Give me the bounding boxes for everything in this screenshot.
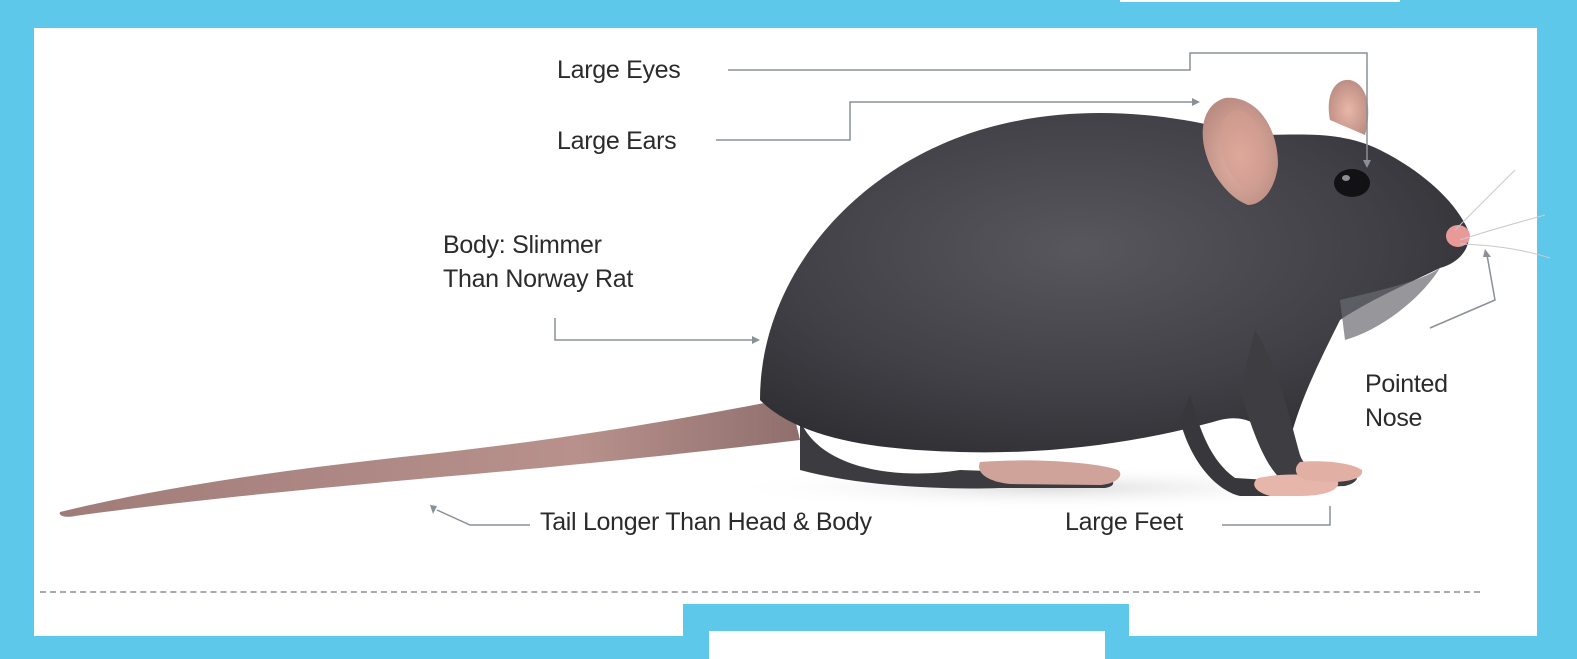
rat-nose — [1446, 225, 1470, 247]
rat-whiskers — [1455, 170, 1550, 258]
label-tail: Tail Longer Than Head & Body — [540, 505, 872, 539]
label-large-feet: Large Feet — [1065, 505, 1183, 539]
leader-feet — [1222, 506, 1330, 525]
label-nose-line1: Pointed — [1365, 367, 1448, 401]
rat-eye — [1334, 169, 1370, 197]
leader-tail — [437, 510, 530, 525]
rat-front-foot-right — [1296, 461, 1362, 482]
rat-hind-foot — [979, 460, 1120, 485]
rat-ear-back — [1329, 80, 1369, 135]
label-large-eyes: Large Eyes — [557, 53, 680, 87]
rat-body — [760, 113, 1469, 452]
label-pointed-nose: Pointed Nose — [1365, 367, 1448, 435]
leader-body — [555, 318, 752, 340]
label-body: Body: Slimmer Than Norway Rat — [443, 228, 633, 296]
label-nose-line2: Nose — [1365, 401, 1448, 435]
label-body-line2: Than Norway Rat — [443, 262, 633, 296]
label-large-ears: Large Ears — [557, 124, 676, 158]
label-body-line1: Body: Slimmer — [443, 228, 633, 262]
rat-eye-highlight — [1342, 175, 1350, 181]
rat-tail — [60, 398, 800, 517]
